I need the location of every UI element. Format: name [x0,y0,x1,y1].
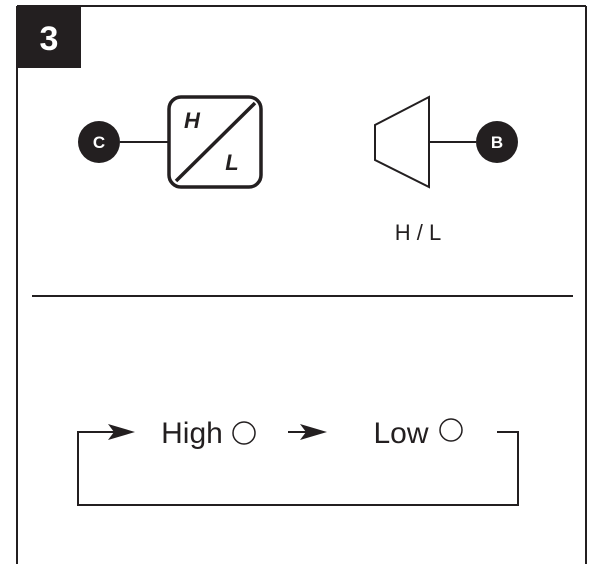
hl-switch-high-label: H [184,108,201,133]
step-number: 3 [40,20,59,58]
arrow-to-low-head [300,424,327,440]
hl-switch-icon: H L [167,95,263,189]
step-badge-box [17,6,81,68]
callout-b-circle [476,121,518,163]
callout-c-circle [78,121,120,163]
speaker-assembly: B H / L [374,95,518,245]
mode-cycle-diagram: High Low [77,417,519,506]
hl-switch-divider [174,101,257,183]
callout-c: C [78,121,169,163]
panel-frame [16,5,587,564]
callout-b-label: B [491,133,503,152]
step-badge: 3 [17,6,81,68]
low-indicator-icon [439,418,463,442]
hl-switch-frame [167,95,263,189]
hl-switch-low-label: L [225,150,238,175]
cycle-state-high: High [161,417,223,450]
cycle-return-path [77,431,519,506]
arrow-to-high-head [108,424,135,440]
cycle-state-low: Low [373,417,428,450]
high-indicator-icon [232,421,256,445]
speaker-icon [374,95,430,189]
speaker-caption: H / L [395,220,441,245]
callout-c-label: C [93,133,105,152]
